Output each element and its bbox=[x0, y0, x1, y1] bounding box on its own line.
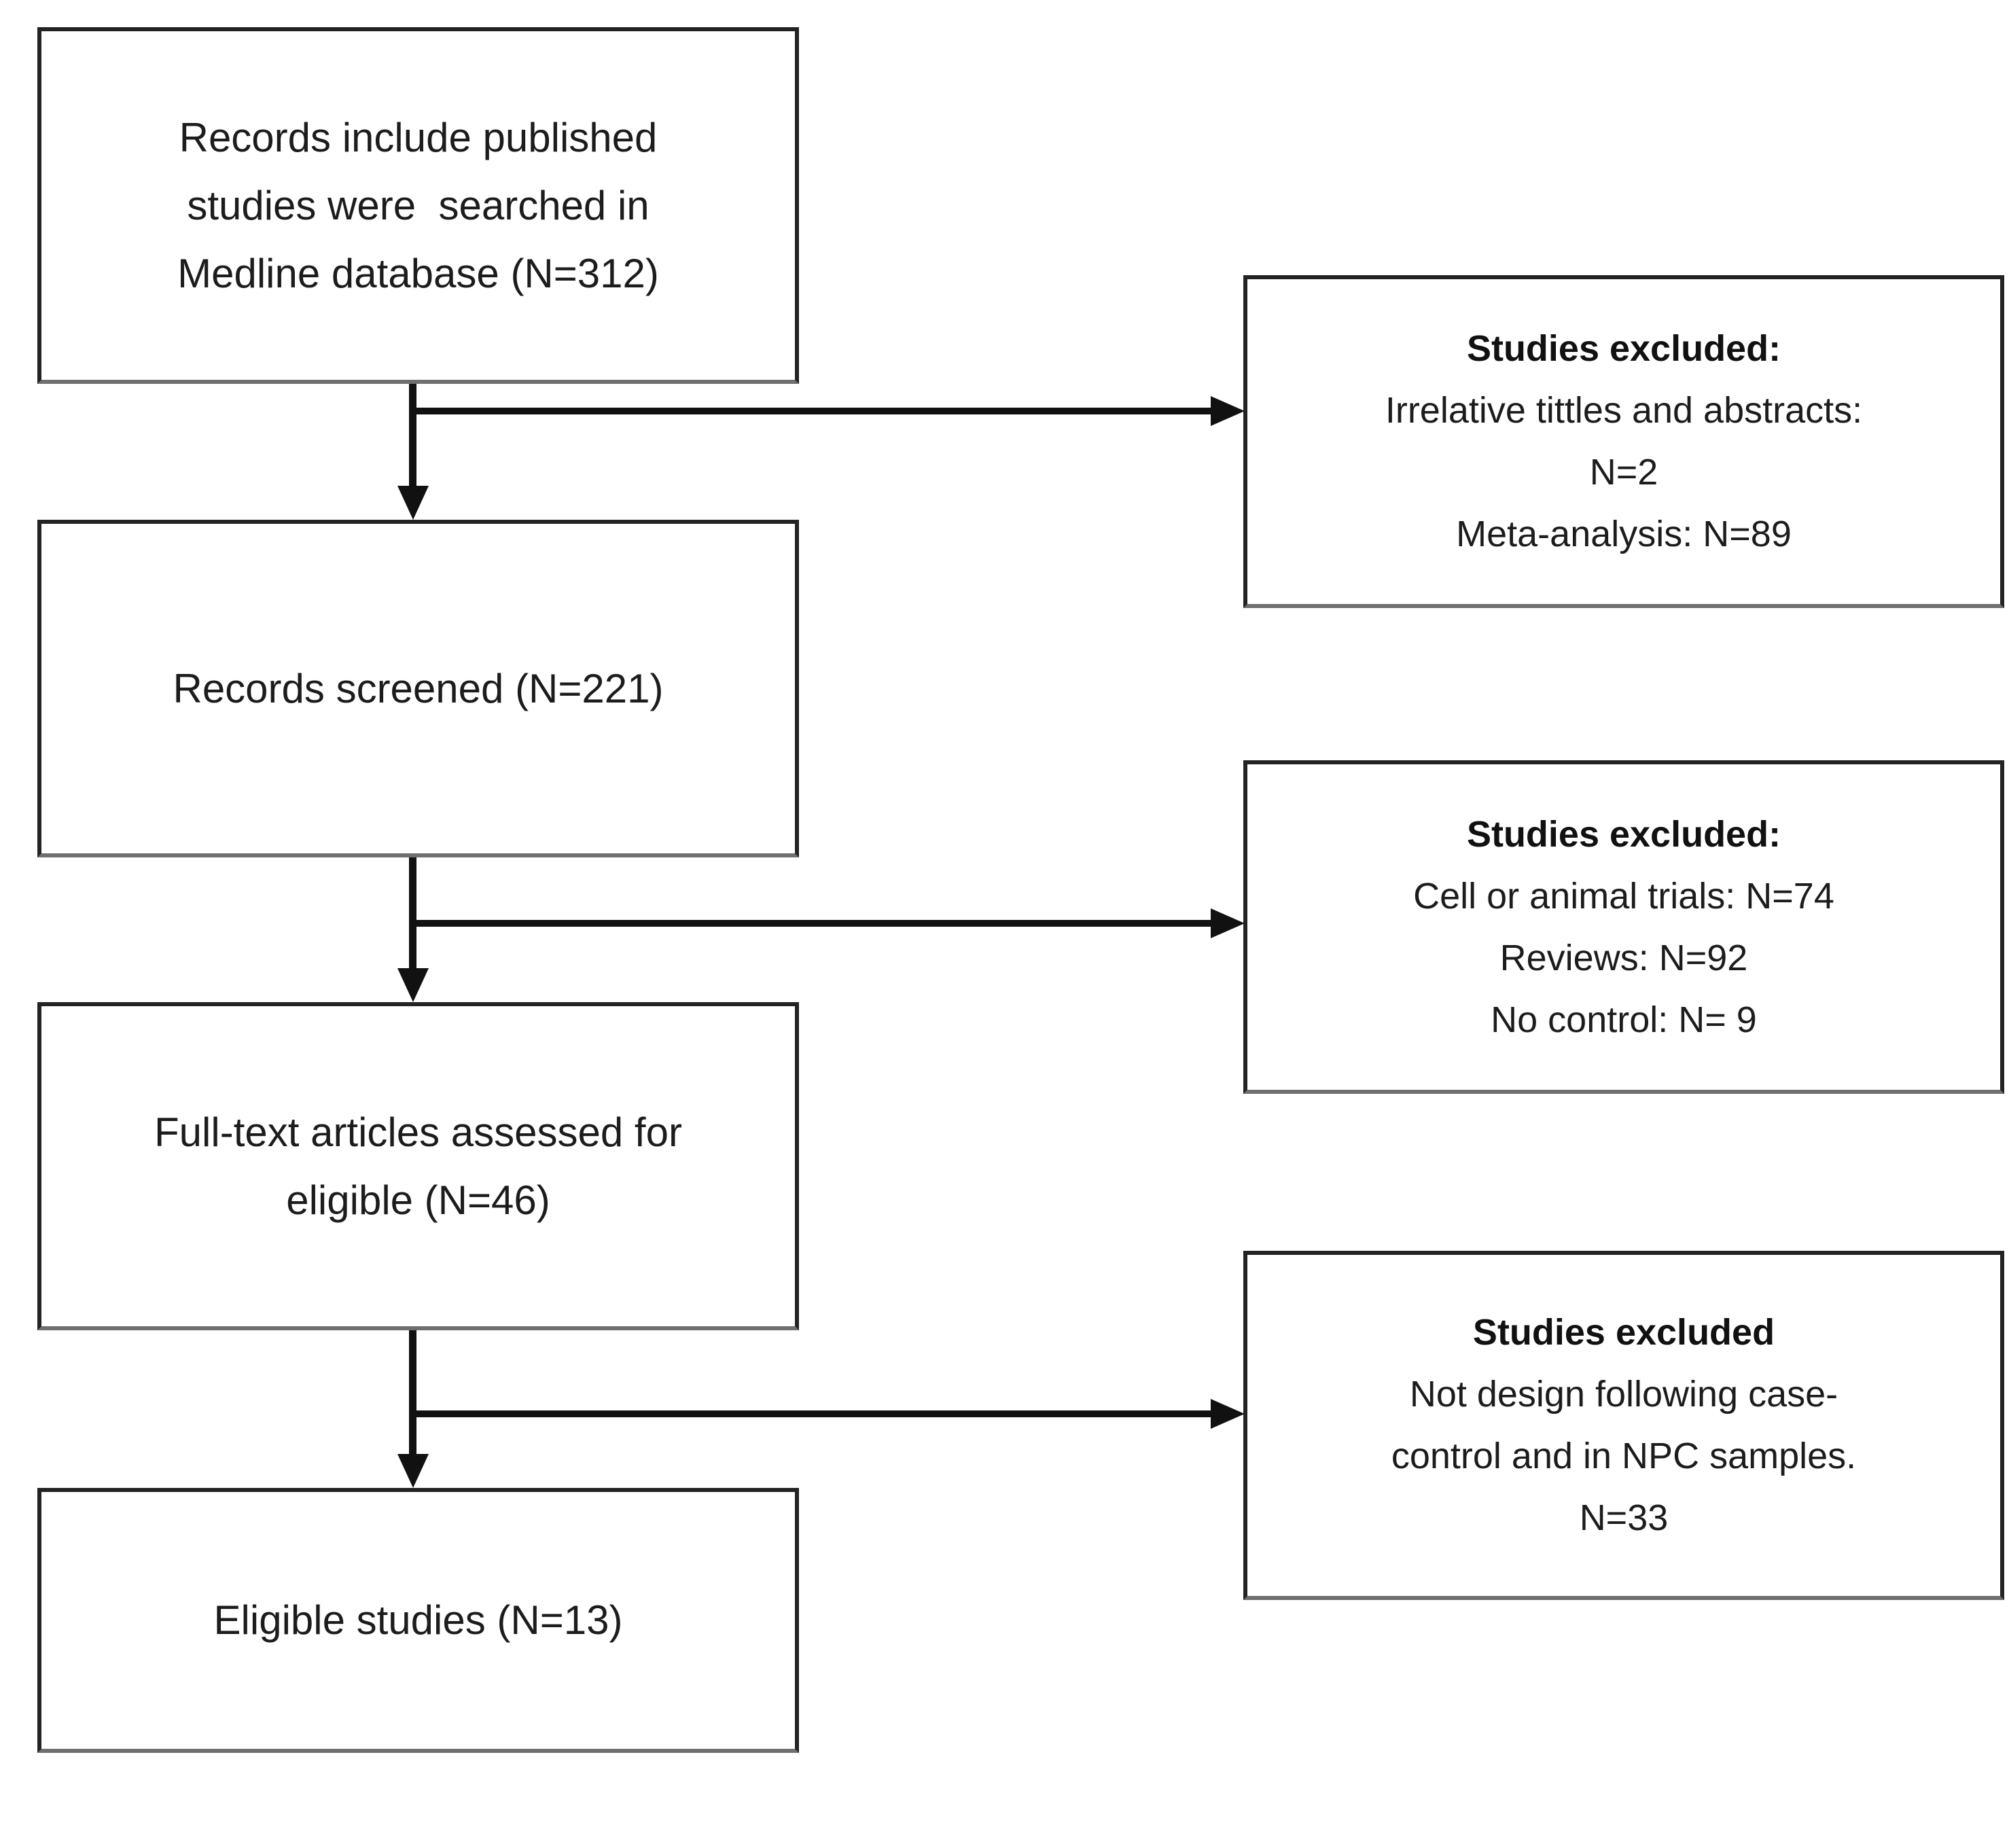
flow-box-fulltext-assessed: Full-text articles assessed for eligible… bbox=[37, 1002, 799, 1330]
flow-box-eligible-studies: Eligible studies (N=13) bbox=[37, 1488, 799, 1753]
arrow-branch-to-excluded-fulltext-shaft bbox=[409, 920, 1211, 927]
flow-box-records-identified-text: Records include published studies were s… bbox=[177, 114, 659, 296]
flow-box-records-screened-text: Records screened (N=221) bbox=[173, 665, 664, 711]
down-arrowhead-icon bbox=[397, 1454, 429, 1488]
arrow-fulltext-to-eligible-shaft bbox=[409, 1330, 416, 1456]
exclusion-box-design: Studies excluded Not design following ca… bbox=[1243, 1251, 2004, 1600]
flow-box-records-screened: Records screened (N=221) bbox=[37, 520, 799, 857]
exclusion-box-fulltext-body: Cell or animal trials: N=74 Reviews: N=9… bbox=[1413, 875, 1834, 1040]
exclusion-box-fulltext: Studies excluded: Cell or animal trials:… bbox=[1243, 760, 2004, 1094]
exclusion-box-screening-title: Studies excluded: bbox=[1466, 328, 1781, 369]
right-arrowhead-icon bbox=[1211, 908, 1245, 938]
right-arrowhead-icon bbox=[1211, 396, 1245, 426]
arrow-screened-to-fulltext-shaft bbox=[409, 857, 416, 970]
exclusion-box-screening: Studies excluded: Irrelative tittles and… bbox=[1243, 275, 2004, 608]
arrow-branch-to-excluded-screening-shaft bbox=[409, 408, 1211, 414]
flow-box-fulltext-assessed-text: Full-text articles assessed for eligible… bbox=[154, 1109, 682, 1223]
down-arrowhead-icon bbox=[397, 486, 429, 520]
flow-box-eligible-studies-text: Eligible studies (N=13) bbox=[213, 1597, 623, 1643]
arrow-branch-to-excluded-design-shaft bbox=[409, 1410, 1211, 1417]
down-arrowhead-icon bbox=[397, 968, 429, 1002]
exclusion-box-screening-body: Irrelative tittles and abstracts: N=2 Me… bbox=[1385, 390, 1863, 554]
exclusion-box-design-body: Not design following case- control and i… bbox=[1391, 1374, 1857, 1538]
flow-box-records-identified: Records include published studies were s… bbox=[37, 27, 799, 384]
right-arrowhead-icon bbox=[1211, 1399, 1245, 1429]
arrow-records-to-screened-shaft bbox=[409, 384, 416, 488]
exclusion-box-design-title: Studies excluded bbox=[1472, 1312, 1775, 1353]
exclusion-box-fulltext-title: Studies excluded: bbox=[1466, 813, 1781, 855]
